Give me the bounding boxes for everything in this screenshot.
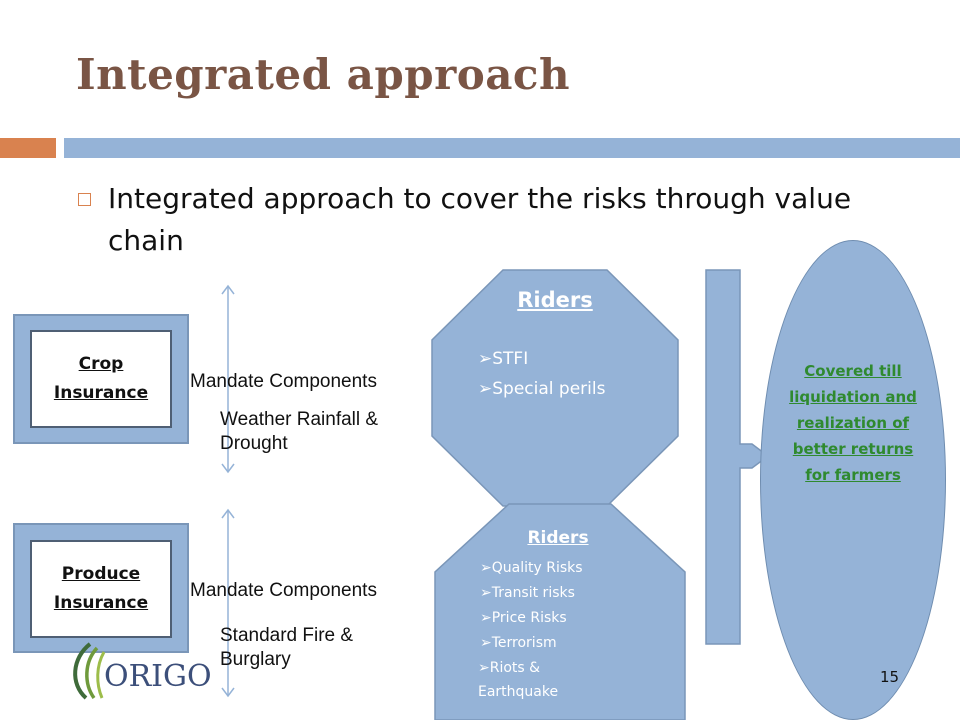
outcome-ellipse [760,240,946,720]
produce-riders-list: ➢Quality Risks ➢Transit risks ➢Price Ris… [478,556,650,704]
list-item: ➢Price Risks [480,610,567,626]
crop-mandate-label: Mandate Components [190,371,377,392]
produce-component-text: Standard Fire & Burglary [220,625,354,670]
accent-bar-blue [64,138,960,158]
list-item: ➢STFI [478,349,529,369]
list-item: ➢Quality Risks [480,560,583,576]
main-bullet: Integrated approach to cover the risks t… [108,182,852,257]
produce-insurance-box: Produce Insurance [30,540,172,638]
crop-riders-title: Riders [517,288,593,312]
produce-riders-title: Riders [527,528,589,548]
outcome-text: Covered till liquidation and realization… [789,362,917,484]
list-item: ➢Transit risks [480,585,575,601]
page-number: 15 [880,668,900,686]
slide-title: Integrated approach [76,50,571,99]
list-item: ➢Riots & Earthquake [478,660,559,700]
bullet-square-icon [78,193,91,206]
crop-double-arrow-icon [221,284,235,474]
origo-logo-icon: ORIGO [73,642,212,700]
crop-riders-list: ➢STFI ➢Special perils [478,344,605,404]
produce-riders-octagon [434,503,686,720]
accent-bar-orange [0,138,56,158]
svg-text:ORIGO: ORIGO [104,659,212,694]
produce-mandate-label: Mandate Components [190,580,377,601]
crop-component-text: Weather Rainfall & Drought [220,409,379,454]
list-item: ➢Special perils [478,379,606,399]
crop-insurance-box: Crop Insurance [30,330,172,428]
produce-double-arrow-icon [221,508,235,698]
list-item: ➢Terrorism [480,635,557,651]
